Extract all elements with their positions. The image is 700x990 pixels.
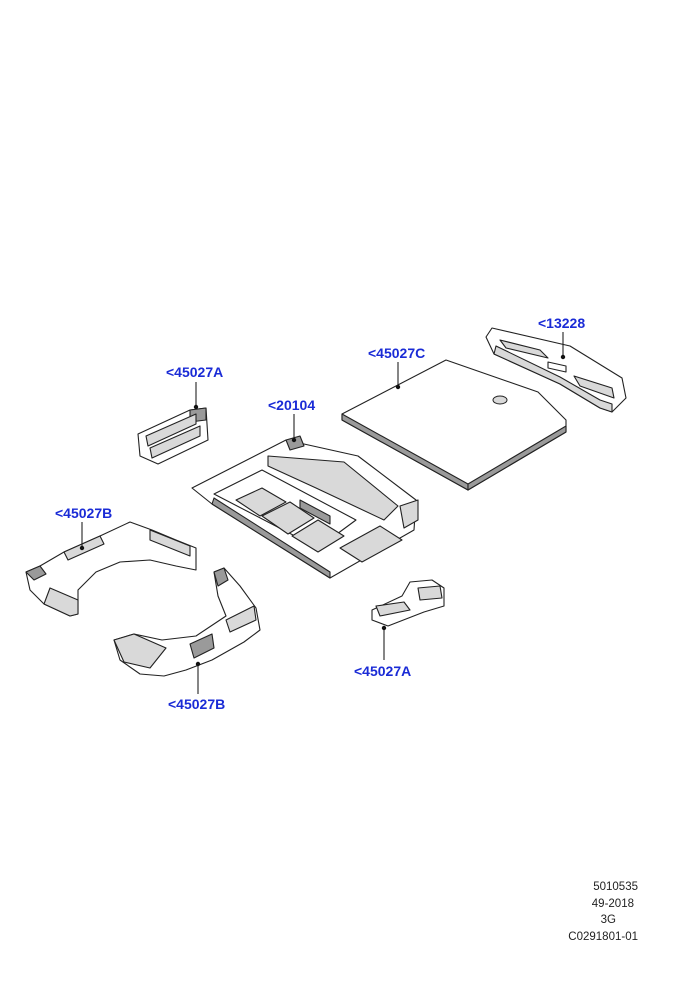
callout-20104[interactable]: <20104	[268, 397, 316, 413]
reference-date: 49-2018	[591, 897, 634, 910]
callout-45027A-upper[interactable]: <45027A	[166, 364, 224, 380]
callout-45027B-bottom[interactable]: <45027B	[168, 696, 226, 712]
diagram-reference-block: 5010535 49-2018 3G C0291801-01	[518, 879, 638, 945]
callout-45027B-left[interactable]: <45027B	[55, 505, 113, 521]
reference-code: 5010535	[593, 881, 638, 893]
callout-45027C[interactable]: <45027C	[368, 345, 426, 361]
part-45027B-support-left[interactable]	[25, 521, 197, 617]
part-45027B-support-bottom[interactable]	[113, 567, 261, 677]
leader-lines	[79, 332, 566, 694]
part-45027C-floor-panel[interactable]	[341, 359, 567, 491]
reference-illustration-id: C0291801-01	[568, 930, 638, 943]
reference-group: 3G	[600, 914, 616, 926]
part-45027A-bracket-upper[interactable]	[137, 407, 209, 465]
callout-45027A-lower[interactable]: <45027A	[354, 663, 412, 679]
part-13228-trim-strip[interactable]	[485, 327, 627, 413]
part-45027A-bracket-lower[interactable]	[371, 579, 445, 627]
part-20104-storage-tray[interactable]	[191, 435, 419, 579]
callout-13228[interactable]: <13228	[538, 315, 586, 331]
